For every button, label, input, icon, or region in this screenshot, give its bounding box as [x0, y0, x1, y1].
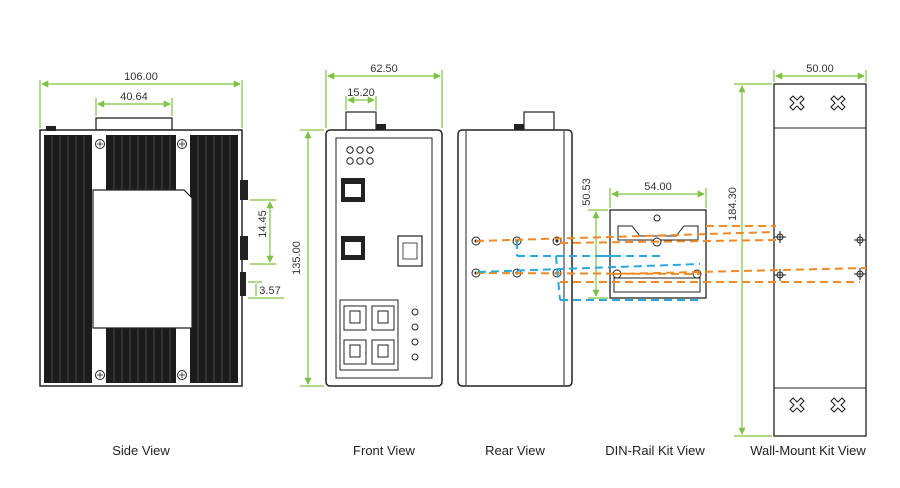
caption-side-view: Side View: [112, 443, 170, 458]
dimension-labels: 106.00 40.64 14.45 3.57 62.50 15.20 135.…: [120, 63, 834, 297]
side-label-plate: [92, 189, 193, 329]
side-connectors: [46, 126, 248, 296]
side-top-block: [95, 117, 173, 131]
caption-rear-view: Rear View: [485, 443, 545, 458]
alignment-dashes-orange: [475, 225, 867, 283]
side-dimensions: [39, 80, 284, 299]
rear-top-connector: [523, 111, 555, 131]
side-width-label: 106.00: [124, 71, 158, 83]
side-slot-b-label: 3.57: [259, 285, 280, 297]
din-rail-kit: [609, 209, 707, 299]
wall-width-label: 50.00: [806, 63, 834, 75]
rear-body: [457, 129, 573, 387]
caption-din-rail-kit-view: DIN-Rail Kit View: [605, 443, 705, 458]
side-top-block-label: 40.64: [120, 91, 148, 103]
front-sfp-ports: [341, 178, 365, 260]
wall-mount-dimensions: [734, 70, 867, 437]
front-height-label: 135.00: [291, 241, 303, 275]
side-slot-a-label: 14.45: [257, 210, 269, 238]
front-top-block-label: 15.20: [347, 87, 375, 99]
front-port-leds: [411, 308, 419, 361]
din-rail-dimensions: [588, 188, 707, 299]
caption-front-view: Front View: [353, 443, 416, 458]
caption-wall-mount-kit-view: Wall-Mount Kit View: [750, 443, 866, 458]
wall-mount-plate: [773, 83, 867, 437]
wall-height-label: 184.30: [727, 187, 739, 221]
wall-mount-holes: [774, 231, 866, 281]
wall-keyholes: [789, 95, 846, 413]
din-rail-height-label: 50.53: [581, 178, 593, 206]
front-dimensions: [300, 70, 443, 387]
front-rj45-ports: [339, 299, 399, 371]
view-captions: Side View Front View Rear View DIN-Rail …: [112, 443, 866, 458]
front-view: [325, 111, 443, 387]
side-view: [39, 117, 248, 387]
front-status-leds: [346, 146, 374, 165]
din-rail-width-label: 54.00: [644, 181, 672, 193]
front-top-connector: [345, 111, 377, 131]
rear-view: [457, 111, 573, 387]
wall-mount-kit: [773, 83, 867, 437]
front-width-label: 62.50: [370, 63, 398, 75]
alignment-dashes-blue: [477, 241, 701, 301]
